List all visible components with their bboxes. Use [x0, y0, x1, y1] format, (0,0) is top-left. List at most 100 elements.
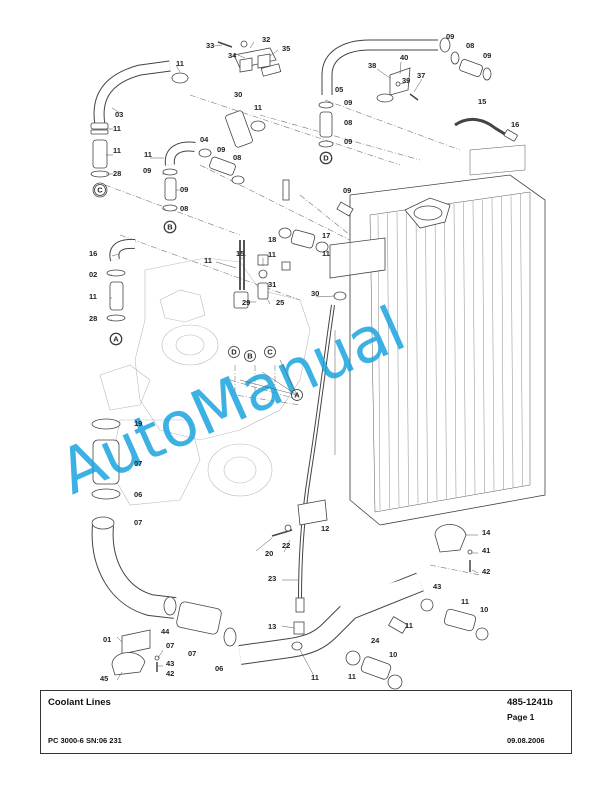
callout-03: 03 [115, 110, 123, 119]
engine-block-outline [99, 257, 311, 506]
callout-32: 32 [262, 35, 270, 44]
reference-circle-d: D [228, 346, 240, 358]
callout-04: 04 [200, 135, 209, 144]
document-title: Coolant Lines [48, 697, 111, 708]
callout-07: 07 [134, 459, 142, 468]
line-15-upper [454, 117, 518, 142]
callout-20: 20 [265, 549, 273, 558]
callout-11: 11 [204, 256, 212, 265]
document-date: 09.08.2006 [507, 736, 545, 745]
reference-letter: C [267, 348, 273, 357]
callout-11: 11 [322, 249, 330, 258]
callout-01: 01 [103, 635, 111, 644]
reference-letter: B [167, 223, 173, 232]
bracket-32-assembly [217, 40, 282, 77]
callout-24: 24 [371, 636, 380, 645]
machine-model: PC 3000-6 SN:06 231 [48, 736, 122, 745]
page-number: Page 1 [507, 712, 535, 722]
callout-13: 13 [268, 622, 276, 631]
callout-09: 09 [217, 145, 225, 154]
callout-40: 40 [400, 53, 408, 62]
callout-05: 05 [335, 85, 343, 94]
hose-03-assembly [90, 60, 189, 198]
radiator-fin [472, 200, 476, 495]
bracket-41-right [434, 524, 473, 572]
title-block: Coolant Lines 485-1241b Page 1 PC 3000-6… [40, 690, 572, 754]
callout-06: 06 [134, 490, 142, 499]
callout-19: 19 [134, 419, 142, 428]
callout-11: 11 [405, 621, 413, 630]
callout-44: 44 [161, 627, 170, 636]
callout-28: 28 [89, 314, 97, 323]
bracket-44-41 [111, 629, 160, 676]
callout-22: 22 [282, 541, 290, 550]
radiator-fin [406, 210, 409, 506]
callout-33: 33 [206, 41, 214, 50]
reference-circle-c: C [94, 184, 106, 196]
radiator-fins [377, 193, 523, 511]
callout-30: 30 [311, 289, 319, 298]
callout-16: 16 [511, 120, 519, 129]
callout-09: 09 [446, 32, 454, 41]
radiator-fin [444, 205, 447, 499]
callout-09: 09 [483, 51, 491, 60]
callout-30: 30 [234, 90, 242, 99]
callout-08: 08 [180, 204, 188, 213]
callout-06: 06 [215, 664, 223, 673]
callout-28: 28 [113, 169, 121, 178]
leader-lines [106, 41, 479, 681]
callout-15: 15 [478, 97, 486, 106]
callout-14: 14 [482, 528, 491, 537]
reference-letter: B [247, 352, 253, 361]
tube-01-main [238, 572, 424, 665]
callout-29: 29 [242, 298, 250, 307]
callout-38: 38 [368, 61, 376, 70]
callout-17: 17 [322, 231, 330, 240]
hose-02-assembly [106, 238, 136, 346]
callout-18: 18 [268, 235, 276, 244]
callout-09: 09 [344, 137, 352, 146]
radiator-fin [425, 207, 428, 503]
callout-09: 09 [143, 166, 151, 175]
callout-10: 10 [389, 650, 397, 659]
callout-11: 11 [311, 673, 319, 682]
radiator-fin [396, 212, 400, 507]
radiator-fin [415, 209, 419, 504]
radiator-fin [387, 213, 390, 509]
part-callouts: 3332343511090809403839370509080915163011… [89, 32, 519, 683]
hose-10-lower [345, 616, 408, 690]
callout-11: 11 [113, 124, 121, 133]
radiator-fin [434, 206, 438, 501]
hose-04-assembly [162, 141, 245, 234]
tube-13-assembly [271, 291, 347, 635]
callout-07: 07 [166, 641, 174, 650]
reference-circle-b: B [244, 350, 256, 362]
callout-11: 11 [89, 292, 97, 301]
callout-37: 37 [417, 71, 425, 80]
radiator-fin [453, 203, 457, 498]
callout-11: 11 [348, 672, 356, 681]
reference-letter: A [294, 391, 300, 400]
callout-11: 11 [268, 250, 276, 259]
callout-11: 11 [461, 597, 469, 606]
reference-letter: C [97, 186, 103, 195]
callout-11: 11 [176, 59, 184, 68]
callout-11: 11 [144, 150, 152, 159]
reference-circle-a: A [110, 333, 122, 345]
hose-12-assembly [91, 418, 177, 619]
callout-15: 15 [236, 249, 244, 258]
middle-fittings [278, 179, 354, 253]
callout-34: 34 [228, 51, 237, 60]
callout-43: 43 [433, 582, 441, 591]
callout-42: 42 [482, 567, 490, 576]
radiator [329, 144, 546, 526]
callout-11: 11 [254, 103, 262, 112]
drawing-number: 485-1241b [507, 697, 553, 708]
callout-02: 02 [89, 270, 97, 279]
callout-31: 31 [268, 280, 276, 289]
radiator-fin [482, 199, 485, 493]
radiator-fin [491, 198, 495, 491]
callout-07: 07 [134, 518, 142, 527]
